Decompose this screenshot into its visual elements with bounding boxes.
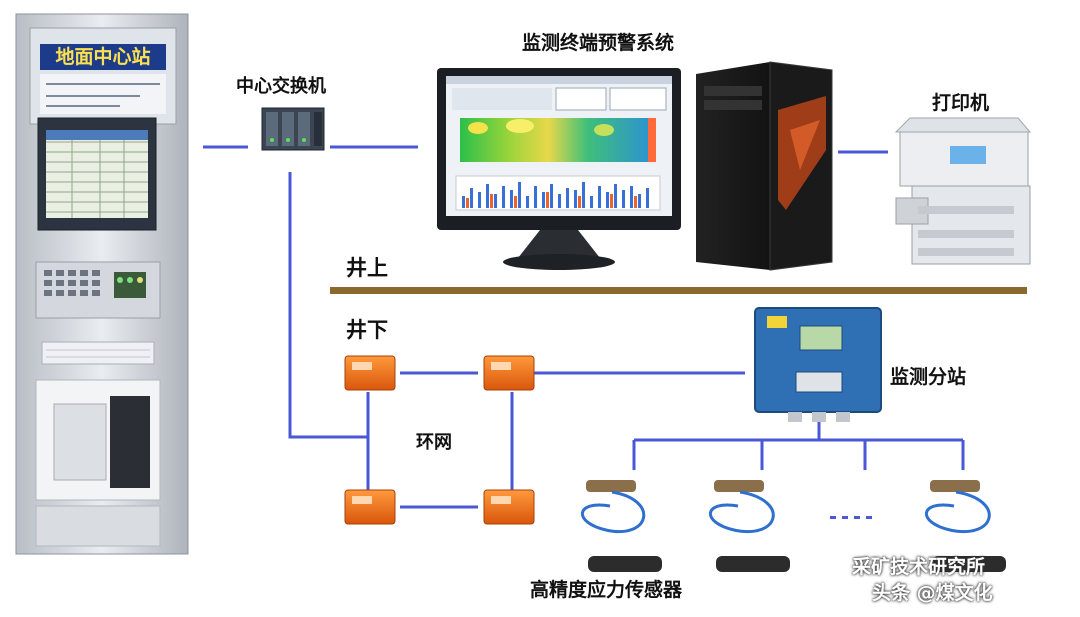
watermark-line2: 头条 @煤文化 [872, 582, 993, 604]
ring-node-bottom-right [483, 489, 535, 525]
ring-node-top-left [344, 355, 396, 391]
label-substation: 监测分站 [890, 366, 967, 388]
label-sensors: 高精度应力传感器 [530, 579, 683, 601]
printer-device [894, 117, 1032, 265]
stress-sensor-1 [581, 480, 662, 572]
label-monitoring-terminal: 监测终端预警系统 [522, 32, 675, 54]
terminal-monitor [437, 68, 681, 270]
label-ring-network: 环网 [416, 432, 452, 453]
center-station-cabinet [15, 13, 189, 555]
ground-divider [330, 287, 1027, 294]
stress-sensor-3 [925, 480, 1006, 572]
label-above-ground: 井上 [346, 256, 388, 280]
substation-device [754, 307, 882, 422]
watermark-line1: 采矿技术研究所 [852, 556, 986, 578]
label-printer: 打印机 [932, 92, 990, 114]
label-central-switch: 中心交换机 [236, 76, 326, 97]
central-switch-device [261, 107, 325, 151]
ring-node-top-right [483, 355, 535, 391]
ring-node-bottom-left [344, 489, 396, 525]
pc-tower [696, 61, 833, 271]
sensor-ellipsis [830, 516, 872, 519]
stress-sensor-2 [709, 480, 790, 572]
label-underground: 井下 [346, 318, 388, 342]
link-switch-ring [288, 172, 368, 439]
cabinet-title: 地面中心站 [40, 44, 166, 70]
network-links [203, 145, 965, 509]
